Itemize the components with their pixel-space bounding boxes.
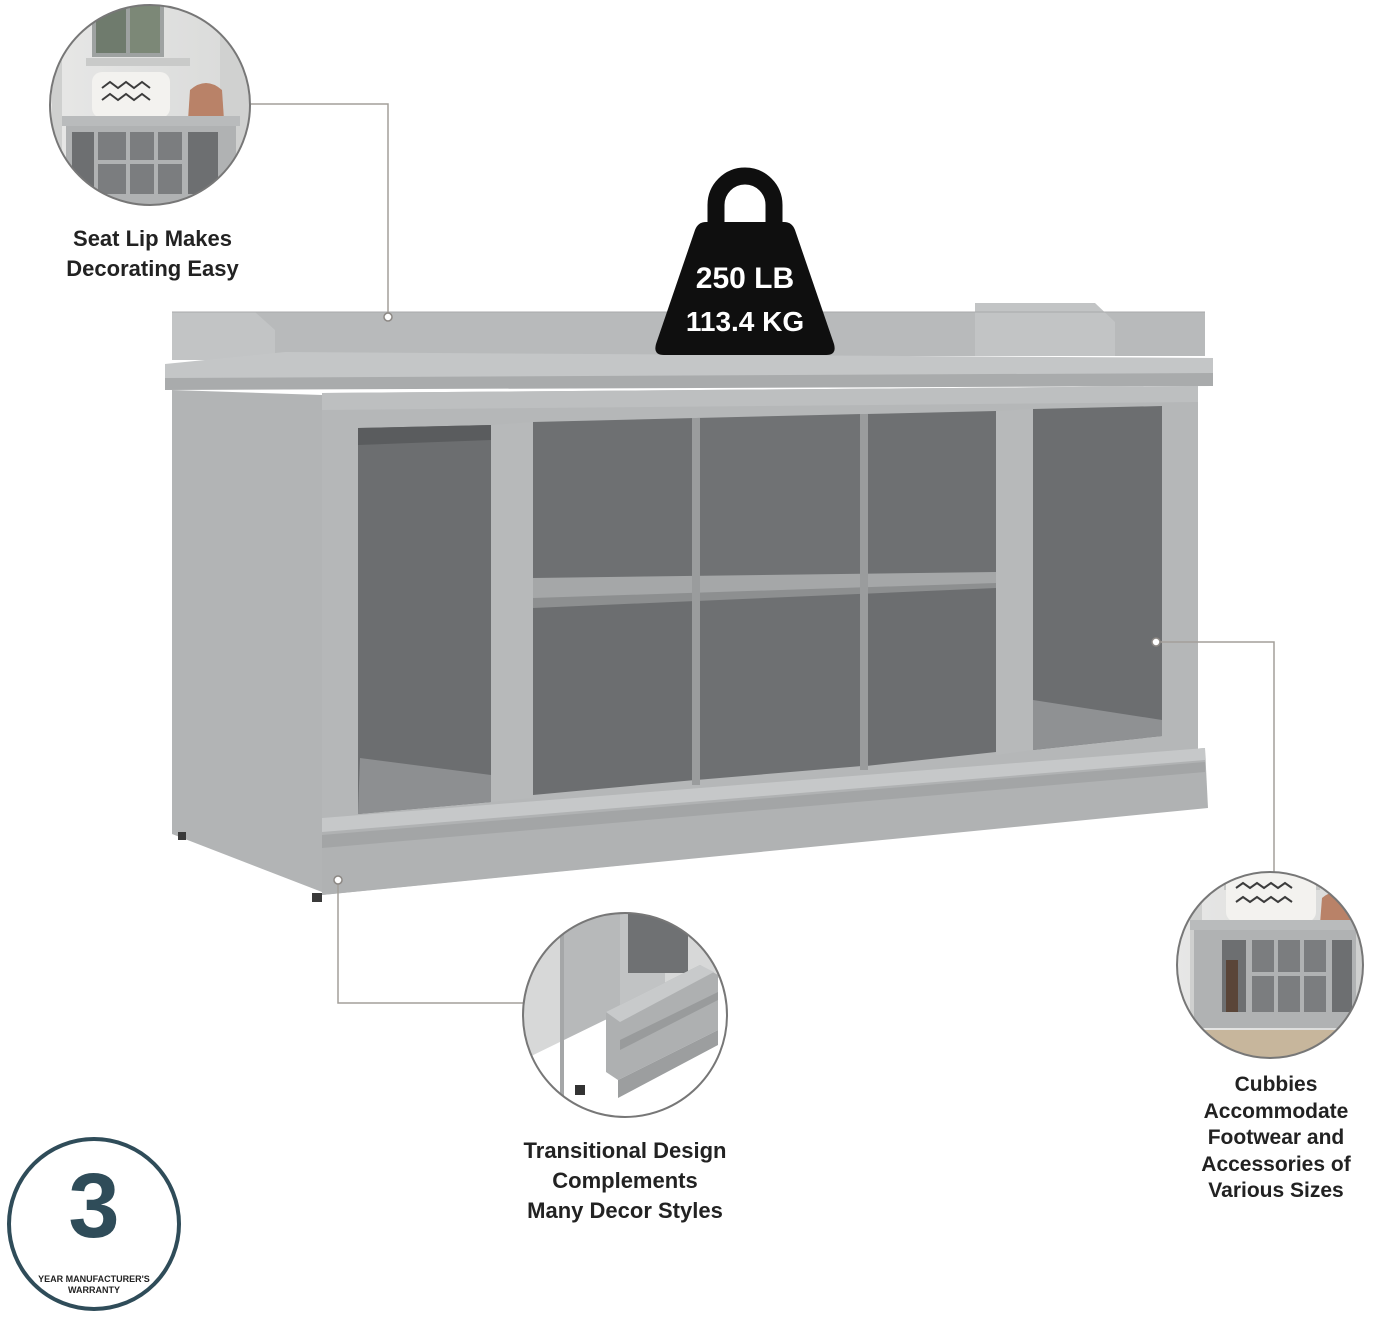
caption-line: Many Decor Styles — [527, 1198, 723, 1223]
callout-lines — [250, 103, 1275, 1004]
cubbies-detail-photo — [1176, 871, 1364, 1059]
warranty-badge — [7, 1137, 181, 1311]
caption-line: Transitional Design — [523, 1138, 727, 1163]
transitional-design-caption: Transitional Design Complements Many Dec… — [470, 1136, 780, 1226]
warranty-years: 3 — [68, 1155, 120, 1257]
divider — [491, 422, 533, 802]
seat-lip-caption: Seat Lip Makes Decorating Easy — [40, 224, 265, 284]
caption-line: Complements — [552, 1168, 698, 1193]
warranty-label: YEAR MANUFACTURER'S — [38, 1274, 150, 1284]
side-panel — [172, 390, 322, 892]
seat-lip-detail-photo — [49, 4, 251, 206]
transitional-design-detail-photo — [522, 912, 728, 1118]
caption-line: Seat Lip Makes — [73, 226, 232, 251]
weight-kilograms: 113.4 KG — [685, 306, 805, 337]
caption-line: Accommodate — [1203, 1099, 1349, 1123]
weight-capacity-icon — [655, 167, 835, 355]
cubby-openings — [358, 406, 1162, 814]
caption-line: Various Sizes — [1208, 1179, 1344, 1202]
divider — [996, 409, 1033, 755]
caption-line: Decorating Easy — [66, 256, 239, 281]
caption-line: Cubbies — [1234, 1073, 1318, 1096]
caption-line: Accessories of — [1201, 1152, 1351, 1176]
warranty-label: WARRANTY — [68, 1285, 120, 1295]
storage-bench — [165, 303, 1213, 902]
caption-line: Footwear and — [1207, 1126, 1345, 1149]
callout-dots — [333, 312, 1161, 885]
weight-pounds: 250 LB — [695, 262, 795, 295]
cubbies-caption: Cubbies Accommodate Footwear and Accesso… — [1160, 1072, 1379, 1205]
